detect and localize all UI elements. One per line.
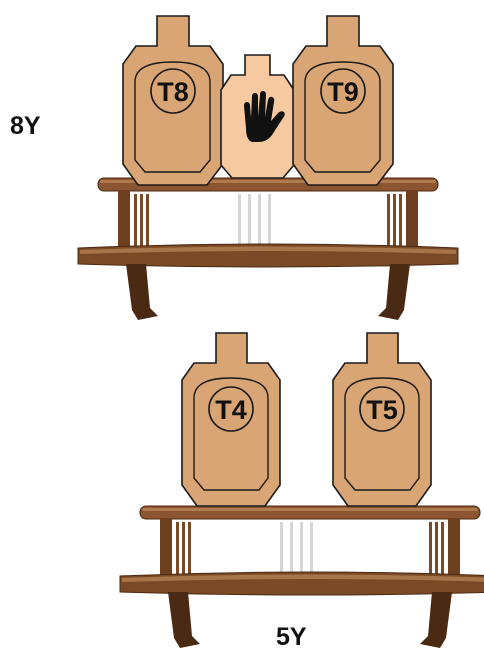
target-t9[interactable]: T9 [293,16,393,185]
target-label-t5: T5 [366,395,398,425]
target-label-t8: T8 [157,77,189,107]
target-label-t9: T9 [327,77,359,107]
no-shoot-target[interactable] [221,55,294,178]
target-t5[interactable]: T5 [333,333,431,506]
target-t8[interactable]: T8 [123,16,223,185]
distance-label-5y: 5Y [276,623,307,651]
target-t4[interactable]: T4 [182,333,280,506]
distance-label-8y: 8Y [10,112,41,140]
target-label-t4: T4 [215,395,247,425]
bench-top [78,178,458,320]
